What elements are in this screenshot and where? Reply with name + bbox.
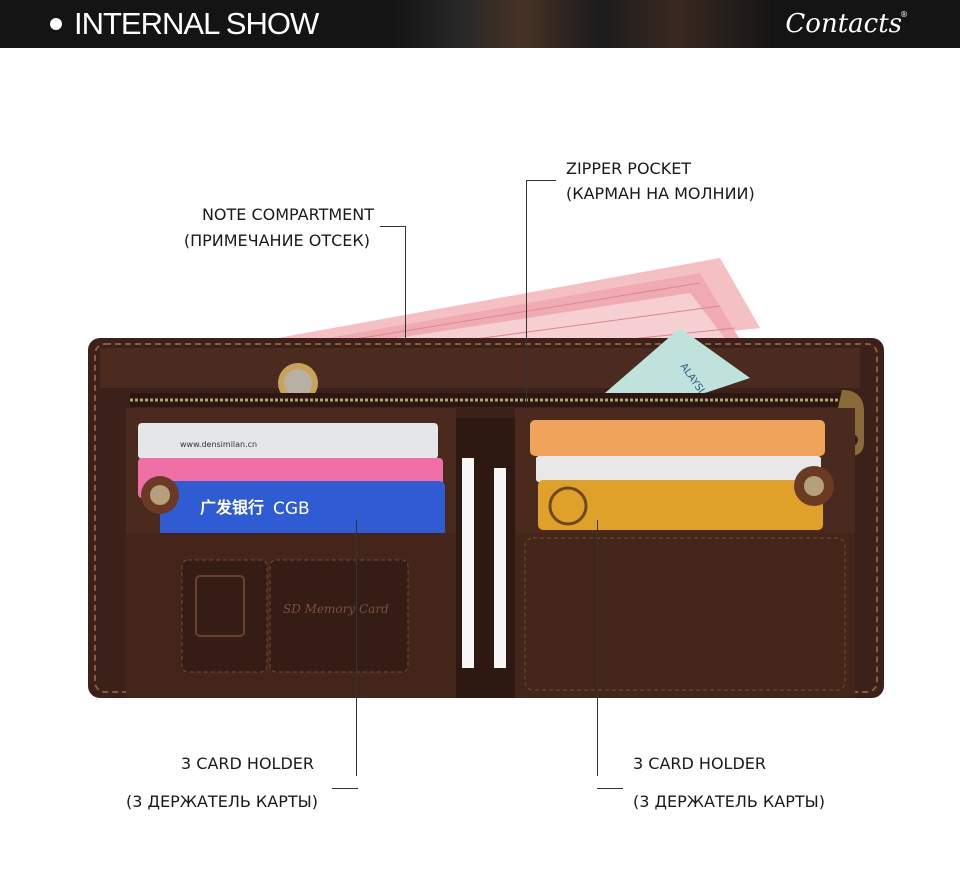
zipper-pocket-label: ZIPPER POCKET [566, 159, 692, 178]
card-white [536, 456, 821, 482]
card-holder-right-label-ru: (3 ДЕРЖАТЕЛЬ КАРТЫ) [633, 792, 826, 811]
card-bank-code: CGB [273, 499, 310, 519]
note-compartment-leader-h [380, 226, 406, 227]
zipper-pocket-leader-h [526, 180, 556, 181]
card-blue [160, 481, 445, 537]
card-grey-text: www.densimilan.cn [180, 440, 257, 449]
header-photo-strip [390, 0, 770, 48]
header-title: INTERNAL SHOW [74, 6, 319, 41]
card-holder-left-label: 3 CARD HOLDER [181, 754, 314, 773]
card-holder-left-leader-h [332, 788, 358, 789]
id-card [605, 328, 750, 398]
card-holder-right-label: 3 CARD HOLDER [633, 754, 766, 773]
zipper-pocket-label-ru: (КАРМАН НА МОЛНИИ) [566, 184, 755, 203]
card-bank-name: 广发银行 [200, 498, 264, 517]
note-compartment-label: NOTE COMPARTMENT [201, 205, 374, 224]
card-holder-left-leader-v [356, 520, 357, 776]
note-compartment-label-ru: (ПРИМЕЧАНИЕ ОТСЕК) [183, 231, 370, 250]
card-grey [138, 423, 438, 459]
brand-logo: Contacts [785, 9, 902, 39]
card-holder-right-leader-v [597, 520, 598, 776]
registered-mark: ® [900, 10, 908, 19]
header-banner: INTERNAL SHOW Contacts ® [0, 0, 960, 48]
zipper-pocket-leader-v [526, 180, 527, 402]
wallet-photo: ALAYSIA www.dens [0, 48, 960, 885]
note-compartment-leader-v [405, 226, 406, 342]
sd-pocket-label: SD Memory Card [283, 602, 389, 616]
card-orange [530, 420, 825, 456]
card-gold [538, 480, 823, 530]
bullet-icon [50, 18, 62, 30]
wallet-body: ALAYSIA www.dens [88, 328, 884, 698]
card-holder-right-leader-h [597, 788, 623, 789]
wallet-illustration: ALAYSIA www.dens [88, 258, 884, 698]
card-holder-left-label-ru: (3 ДЕРЖАТЕЛЬ КАРТЫ) [125, 792, 318, 811]
